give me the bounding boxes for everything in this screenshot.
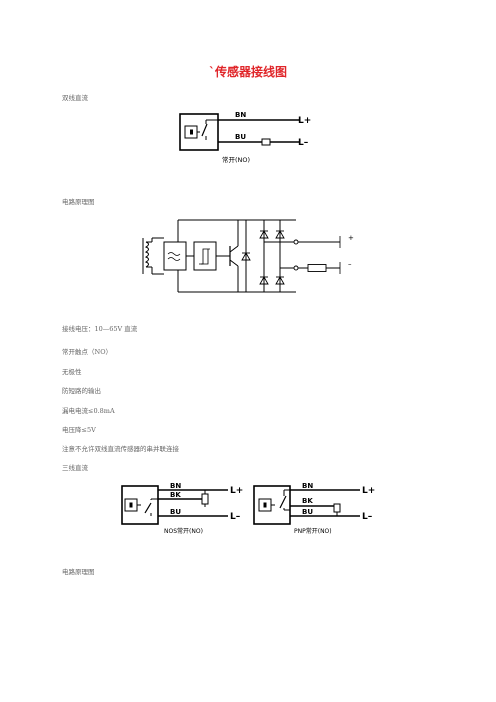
section-circuit-2: 电路原理图 [62, 568, 95, 576]
caption-npn-no: NOS常开(NO) [164, 527, 203, 535]
label-plus: + [348, 234, 354, 242]
two-wire-wiring-diagram: BN BU L+ L– 常开(NO) [179, 111, 311, 164]
section-three-wire-dc: 三线直流 [62, 464, 88, 472]
wire-label-bk: BK [302, 497, 313, 505]
spec-warning: 注意不允许双线直流传感器的串并联连接 [62, 445, 179, 453]
wire-label-bn: BN [170, 482, 181, 490]
spec-leakage: 漏电电流≤0.8mA [62, 407, 115, 415]
caption-no: 常开(NO) [222, 155, 250, 164]
label-l-minus: L– [230, 512, 241, 522]
wire-label-bu: BU [235, 133, 246, 141]
wire-label-bk: BK [170, 491, 181, 499]
spec-contact: 常开触点（NO） [62, 348, 113, 356]
spec-voltage-drop: 电压降≤5V [62, 426, 96, 434]
wire-label-bu: BU [302, 508, 313, 516]
circuit-schematic-diagram: + – [142, 219, 354, 293]
label-l-plus: L+ [298, 116, 311, 126]
caption-pnp-no: PNP常开(NO) [294, 527, 332, 535]
section-two-wire-dc: 双线直流 [62, 94, 88, 102]
wire-label-bu: BU [170, 508, 181, 516]
label-l-plus: L+ [362, 486, 375, 496]
wire-label-bn: BN [302, 482, 313, 490]
spec-voltage: 接线电压：10—65V 直流 [62, 325, 138, 333]
section-circuit-1: 电路原理图 [62, 198, 95, 206]
spec-polarity: 无极性 [62, 368, 82, 376]
label-l-minus: L– [362, 512, 373, 522]
label-l-minus: L– [298, 138, 309, 148]
three-wire-npn-diagram: BN BK BU L+ L– NOS常开(NO) [121, 482, 243, 535]
three-wire-pnp-diagram: BN BK BU L+ L– PNP常开(NO) [253, 482, 375, 535]
label-l-plus: L+ [230, 486, 243, 496]
wire-label-bn: BN [235, 111, 246, 119]
label-minus: – [348, 260, 352, 268]
page-title: `传感器接线图 [208, 65, 287, 79]
spec-short-circuit: 防短路的输出 [62, 387, 101, 395]
